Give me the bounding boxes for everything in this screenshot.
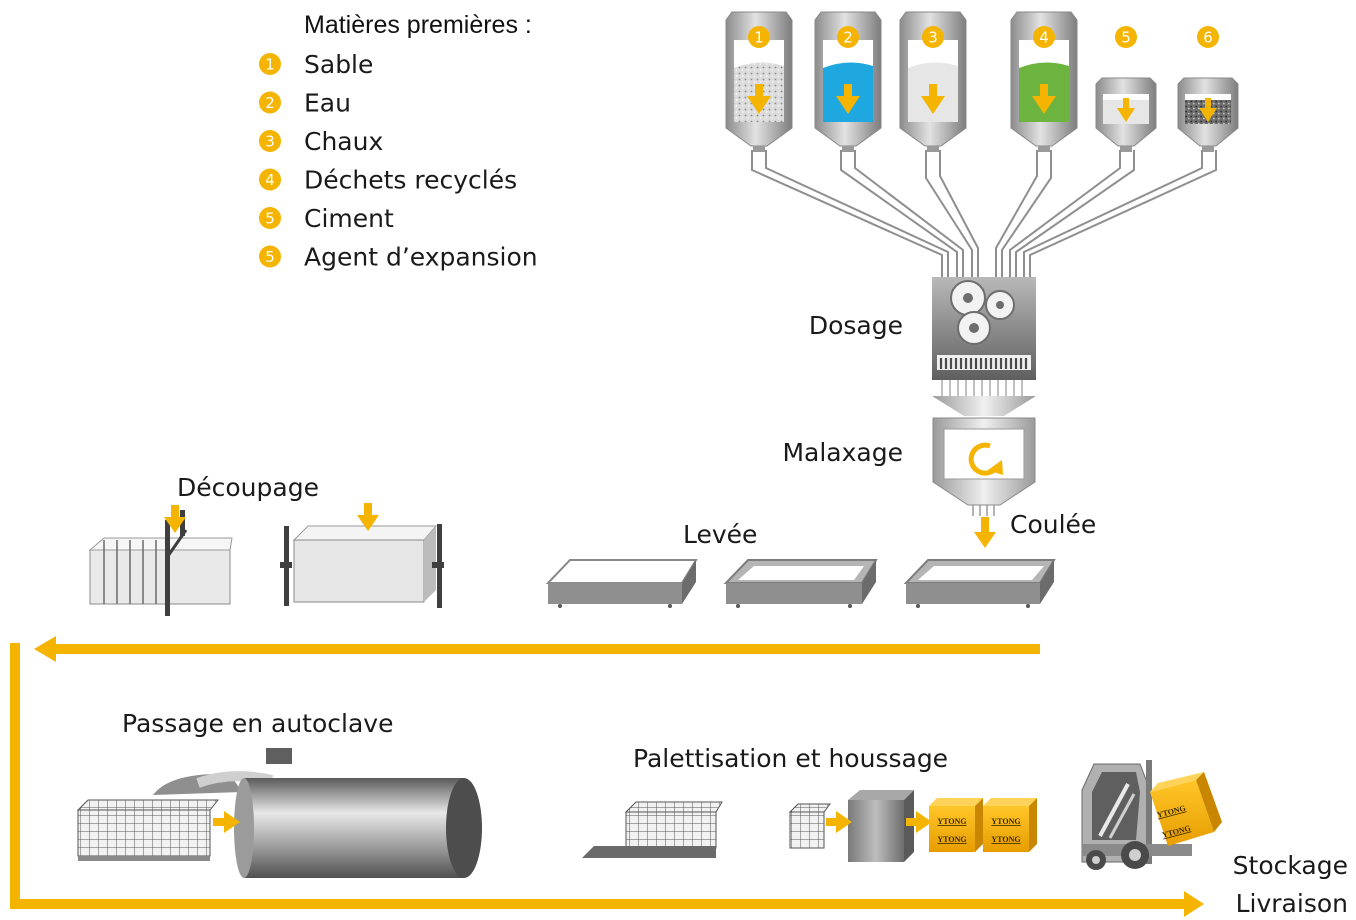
step-label-palettisation: Palettisation et houssage	[633, 744, 948, 773]
wrap-out-arrow	[906, 811, 932, 833]
silo-number-badge	[837, 26, 859, 48]
mixer	[932, 417, 1036, 516]
silo-3: 3	[899, 11, 967, 152]
wrapping-station	[788, 790, 914, 862]
brand-text: YTONG	[937, 817, 966, 826]
sliced-block	[88, 510, 233, 616]
wrap-in-arrow	[826, 811, 852, 833]
step-label-livraison: Livraison	[1236, 889, 1348, 918]
legend-list: 1 Sable 2 Eau 3 Chaux 4 Déchets recyclés 5 Ciment…	[259, 50, 538, 272]
step-label-malaxage: Malaxage	[782, 438, 903, 467]
silo-number-badge	[1197, 26, 1219, 48]
silo-1: 1	[725, 11, 793, 152]
silo-number: 2	[843, 29, 853, 47]
mold-tray-rising	[723, 559, 878, 608]
mold-tray-pouring	[903, 559, 1056, 608]
feed-pipes	[751, 150, 1217, 280]
legend-item: 5 Ciment	[259, 204, 394, 233]
forklift	[1081, 760, 1192, 870]
mold-tray-filled	[545, 559, 698, 608]
pallet-stack	[582, 801, 723, 858]
legend-number: 4	[265, 171, 275, 189]
silo-number-badge	[748, 26, 770, 48]
legend-number: 3	[265, 133, 275, 151]
cut-arrow-uncut	[357, 503, 379, 531]
autoclave-in-arrow	[213, 811, 240, 833]
pour-arrow	[974, 517, 996, 548]
legend-number: 1	[265, 56, 275, 74]
silo-number: 4	[1039, 29, 1049, 47]
legend-number-badge	[259, 91, 281, 114]
brand-text: YTONG	[991, 817, 1020, 826]
legend-number-badge	[259, 130, 281, 152]
dosing-unit	[932, 277, 1036, 416]
legend-label: Sable	[304, 50, 373, 79]
legend-item: 4 Déchets recyclés	[259, 166, 517, 195]
autoclave-load	[76, 799, 220, 861]
silo-2: 2	[814, 11, 882, 152]
legend-title: Matières premières :	[304, 11, 532, 39]
legend-item: 3 Chaux	[259, 127, 383, 156]
silo-number: 5	[1121, 29, 1131, 47]
step-label-stockage: Stockage	[1233, 851, 1348, 880]
autoclave	[153, 748, 482, 878]
step-label-levee: Levée	[683, 520, 757, 549]
silo-number: 6	[1203, 29, 1213, 47]
legend-label: Ciment	[304, 204, 394, 233]
silo-number: 1	[754, 29, 764, 47]
legend-label: Eau	[304, 89, 351, 118]
legend-label: Chaux	[304, 127, 383, 156]
legend-item: 2 Eau	[259, 89, 351, 118]
silo-number: 3	[928, 29, 938, 47]
packaged-block-1: YTONG YTONG	[929, 798, 983, 852]
uncut-block	[280, 524, 444, 608]
brand-text: YTONG	[991, 835, 1020, 844]
legend-number: 5	[265, 210, 275, 228]
legend-label: Déchets recyclés	[304, 166, 517, 195]
legend-number: 5	[265, 248, 275, 266]
legend-number-badge	[259, 168, 281, 191]
legend-number-badge	[259, 207, 281, 229]
legend-label: Agent d’expansion	[304, 243, 538, 272]
legend-number-badge	[259, 245, 281, 268]
silo-number-badge	[1033, 26, 1055, 48]
silo-5: 5	[1095, 26, 1157, 152]
legend-item: 5 Agent d’expansion	[259, 243, 538, 272]
silo-6: 6	[1177, 26, 1239, 152]
legend-number-badge	[259, 53, 281, 75]
step-label-autoclave: Passage en autoclave	[122, 709, 393, 738]
legend-item: 1 Sable	[259, 50, 373, 79]
flow-line-top	[34, 636, 1040, 662]
silo-group: 1 2 3 4 5 6	[725, 11, 1239, 152]
brand-text: YTONG	[937, 835, 966, 844]
step-label-decoupage: Découpage	[177, 473, 319, 502]
silo-number-badge	[1115, 26, 1137, 48]
silo-4: 4	[1010, 11, 1078, 152]
packaged-block-2: YTONG YTONG	[983, 798, 1037, 852]
forklift-load: YTONG YTONG	[1150, 772, 1222, 846]
silo-number-badge	[922, 26, 944, 48]
legend-number: 2	[265, 94, 275, 112]
flow-line-bottom	[10, 643, 1204, 917]
cut-arrow-sliced	[164, 505, 186, 533]
step-label-coulee: Coulée	[1010, 510, 1096, 539]
step-label-dosage: Dosage	[809, 311, 903, 340]
